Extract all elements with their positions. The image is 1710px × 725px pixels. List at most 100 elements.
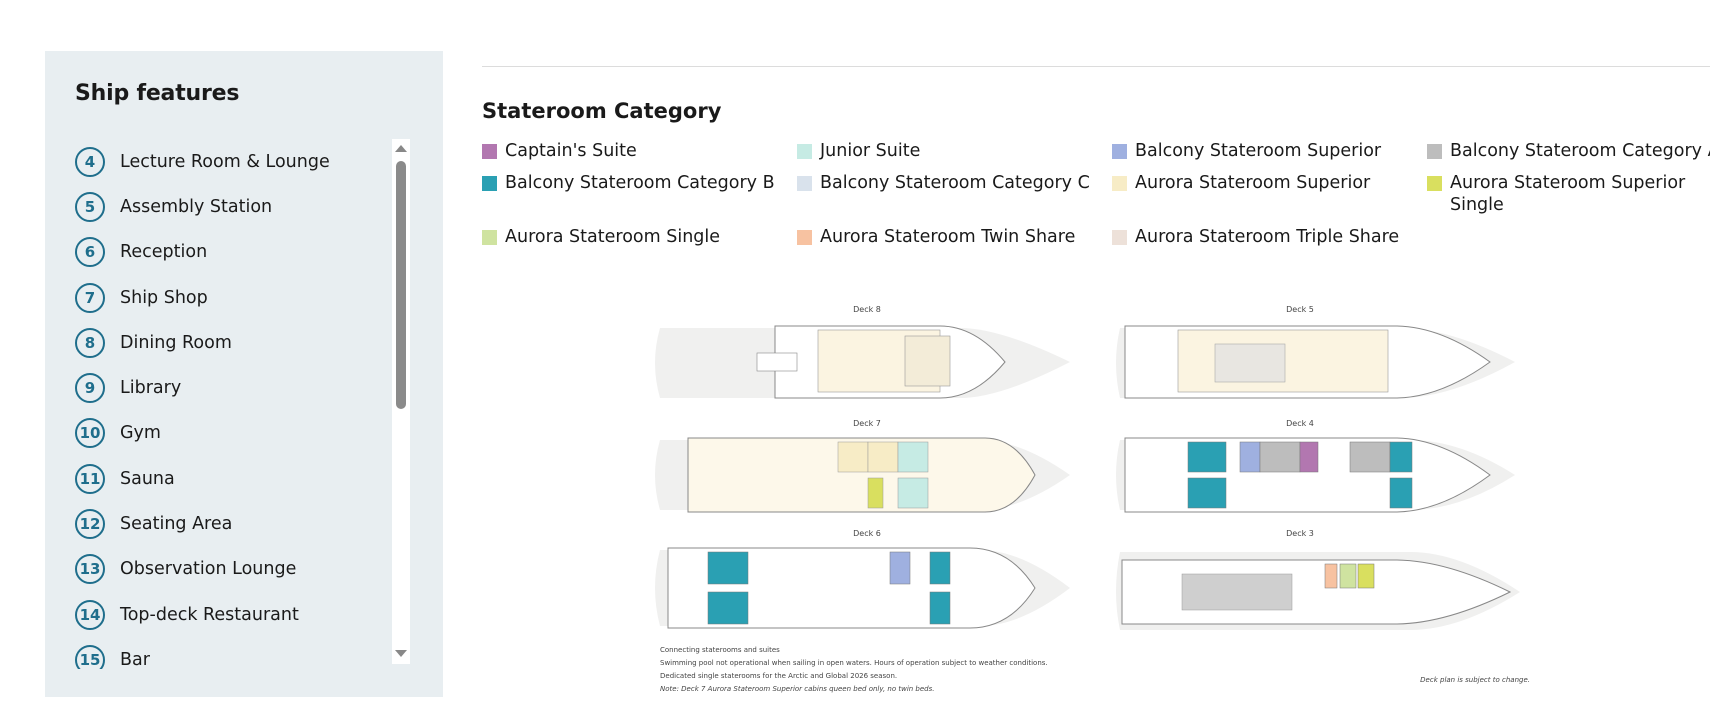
deckplan-note: Swimming pool not operational when saili… bbox=[660, 659, 1048, 667]
feature-item[interactable]: 5 Assembly Station bbox=[75, 184, 375, 229]
feature-label: Top-deck Restaurant bbox=[120, 604, 299, 625]
cabin-block bbox=[1299, 441, 1319, 473]
cabin-block bbox=[889, 551, 911, 585]
legend-label: Aurora Stateroom Superior Single bbox=[1450, 173, 1686, 215]
cabin-block bbox=[707, 591, 749, 625]
feature-label: Lecture Room & Lounge bbox=[120, 151, 330, 172]
legend-label: Balcony Stateroom Category B bbox=[505, 173, 775, 193]
legend-label: Aurora Stateroom Twin Share bbox=[820, 227, 1076, 247]
legend-title: Stateroom Category bbox=[482, 99, 722, 123]
feature-label: Gym bbox=[120, 423, 161, 444]
cabin-block bbox=[1239, 441, 1261, 473]
cabin-block bbox=[1339, 563, 1357, 589]
cabin-block bbox=[897, 477, 929, 509]
legend-swatch bbox=[797, 230, 812, 245]
legend-item: Balcony Stateroom Category C bbox=[797, 172, 1097, 194]
scroll-down-arrow-icon[interactable] bbox=[395, 650, 407, 657]
legend-item: Aurora Stateroom Triple Share bbox=[1112, 226, 1412, 248]
legend-item: Captain's Suite bbox=[482, 140, 782, 162]
feature-label: Dining Room bbox=[120, 332, 232, 353]
feature-number-badge: 7 bbox=[75, 282, 105, 313]
feature-number-badge: 8 bbox=[75, 327, 105, 358]
legend-item: Aurora Stateroom Superior Single bbox=[1427, 172, 1697, 216]
feature-item[interactable]: 14 Top-deck Restaurant bbox=[75, 592, 375, 637]
deckplan-note: Note: Deck 7 Aurora Stateroom Superior c… bbox=[660, 685, 935, 693]
legend-item: Aurora Stateroom Single bbox=[482, 226, 782, 248]
feature-label: Assembly Station bbox=[120, 196, 273, 217]
feature-item[interactable]: 9 Library bbox=[75, 365, 375, 410]
legend-label: Aurora Stateroom Single bbox=[505, 227, 721, 247]
feature-label: Library bbox=[120, 378, 182, 399]
scroll-up-arrow-icon[interactable] bbox=[395, 145, 407, 152]
feature-item[interactable]: 12 Seating Area bbox=[75, 501, 375, 546]
scrollbar-thumb[interactable] bbox=[396, 161, 406, 409]
deck-5-dining-area bbox=[1214, 343, 1286, 383]
feature-label: Sauna bbox=[120, 468, 175, 489]
feature-number-badge: 10 bbox=[75, 418, 105, 449]
feature-number-badge: 5 bbox=[75, 191, 105, 222]
feature-number-badge: 15 bbox=[75, 644, 105, 669]
feature-list-scrollbar[interactable] bbox=[392, 139, 410, 664]
section-divider bbox=[482, 66, 1710, 67]
feature-number-badge: 9 bbox=[75, 373, 105, 404]
legend-swatch bbox=[1427, 144, 1442, 159]
legend-swatch bbox=[797, 144, 812, 159]
deck-8-observation-area bbox=[904, 335, 951, 387]
legend-label: Balcony Stateroom Superior bbox=[1135, 141, 1382, 161]
legend-label: Balcony Stateroom Category C bbox=[820, 173, 1090, 193]
deckplan-note: Dedicated single staterooms for the Arct… bbox=[660, 672, 897, 680]
feature-item[interactable]: 7 Ship Shop bbox=[75, 275, 375, 320]
legend-swatch bbox=[482, 230, 497, 245]
legend-label: Aurora Stateroom Superior bbox=[1135, 173, 1371, 193]
legend-swatch bbox=[1112, 230, 1127, 245]
deckplan-disclaimer: Deck plan is subject to change. bbox=[1420, 676, 1530, 684]
deck-3-outline bbox=[1121, 559, 1512, 625]
feature-label: Reception bbox=[120, 242, 208, 263]
legend-item: Balcony Stateroom Category B bbox=[482, 172, 782, 194]
cabin-block bbox=[929, 591, 951, 625]
deck-plan-image: Deck 8 Deck 5 Deck 7 Deck 4 Deck 6 Deck … bbox=[655, 305, 1530, 693]
deck-3-machinery-area bbox=[1181, 573, 1293, 611]
legend-item: Junior Suite bbox=[797, 140, 1097, 162]
feature-item[interactable]: 13 Observation Lounge bbox=[75, 547, 375, 592]
legend-label: Balcony Stateroom Category A bbox=[1450, 141, 1710, 161]
feature-item[interactable]: 10 Gym bbox=[75, 411, 375, 456]
cabin-block bbox=[837, 441, 869, 473]
deck-8-aft-structure bbox=[756, 352, 798, 372]
cabin-block bbox=[897, 441, 929, 473]
legend-swatch bbox=[482, 144, 497, 159]
cabin-block bbox=[1389, 477, 1413, 509]
cabin-block bbox=[707, 551, 749, 585]
feature-label: Seating Area bbox=[120, 514, 233, 535]
legend-swatch bbox=[482, 176, 497, 191]
stateroom-category-legend: Captain's Suite Junior Suite Balcony Sta… bbox=[482, 140, 1710, 260]
legend-swatch bbox=[1112, 144, 1127, 159]
feature-label: Observation Lounge bbox=[120, 559, 297, 580]
feature-label: Ship Shop bbox=[120, 287, 208, 308]
legend-item: Aurora Stateroom Superior bbox=[1112, 172, 1412, 194]
cabin-block bbox=[867, 441, 899, 473]
feature-number-badge: 14 bbox=[75, 599, 105, 630]
deck-label: Deck 8 bbox=[853, 305, 881, 314]
deck-label: Deck 4 bbox=[1286, 419, 1314, 428]
feature-number-badge: 11 bbox=[75, 463, 105, 494]
feature-item[interactable]: 11 Sauna bbox=[75, 456, 375, 501]
deck-label: Deck 7 bbox=[853, 419, 881, 428]
legend-swatch bbox=[1112, 176, 1127, 191]
legend-label: Aurora Stateroom Triple Share bbox=[1135, 227, 1400, 247]
feature-number-badge: 12 bbox=[75, 509, 105, 540]
legend-swatch bbox=[1427, 176, 1442, 191]
deck-label: Deck 6 bbox=[853, 529, 881, 538]
cabin-block bbox=[1349, 441, 1391, 473]
legend-item: Balcony Stateroom Superior bbox=[1112, 140, 1412, 162]
cabin-block bbox=[1259, 441, 1301, 473]
feature-item[interactable]: 8 Dining Room bbox=[75, 320, 375, 365]
deck-label: Deck 3 bbox=[1286, 529, 1314, 538]
feature-number-badge: 13 bbox=[75, 554, 105, 585]
legend-label: Junior Suite bbox=[820, 141, 921, 161]
